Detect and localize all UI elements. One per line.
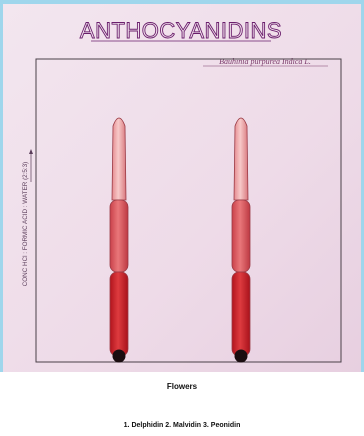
band-top [234,118,248,200]
band-bottom [232,272,250,356]
chromatogram-drawing: ANTHOCYANIDINS Bauhinia purpurea Indica … [3,4,361,372]
origin-spot [113,350,126,363]
species-label: Bauhinia purpurea Indica L. [219,57,311,66]
lane-1 [110,118,128,363]
chromatogram-photo: ANTHOCYANIDINS Bauhinia purpurea Indica … [0,0,364,372]
band-middle [110,200,128,272]
solvent-axis-label: CONC HCl : FORMIC ACID : WATER (2:5:3) [22,162,29,287]
band-middle [232,200,250,272]
compound-list: 1. Delphidin 2. Malvidin 3. Peonidin [0,422,364,429]
origin-spot [235,350,248,363]
band-bottom [110,272,128,356]
lane-2 [232,118,250,363]
heading-text: ANTHOCYANIDINS [80,18,282,43]
band-top [112,118,126,200]
figure-title: Flowers [0,382,364,391]
